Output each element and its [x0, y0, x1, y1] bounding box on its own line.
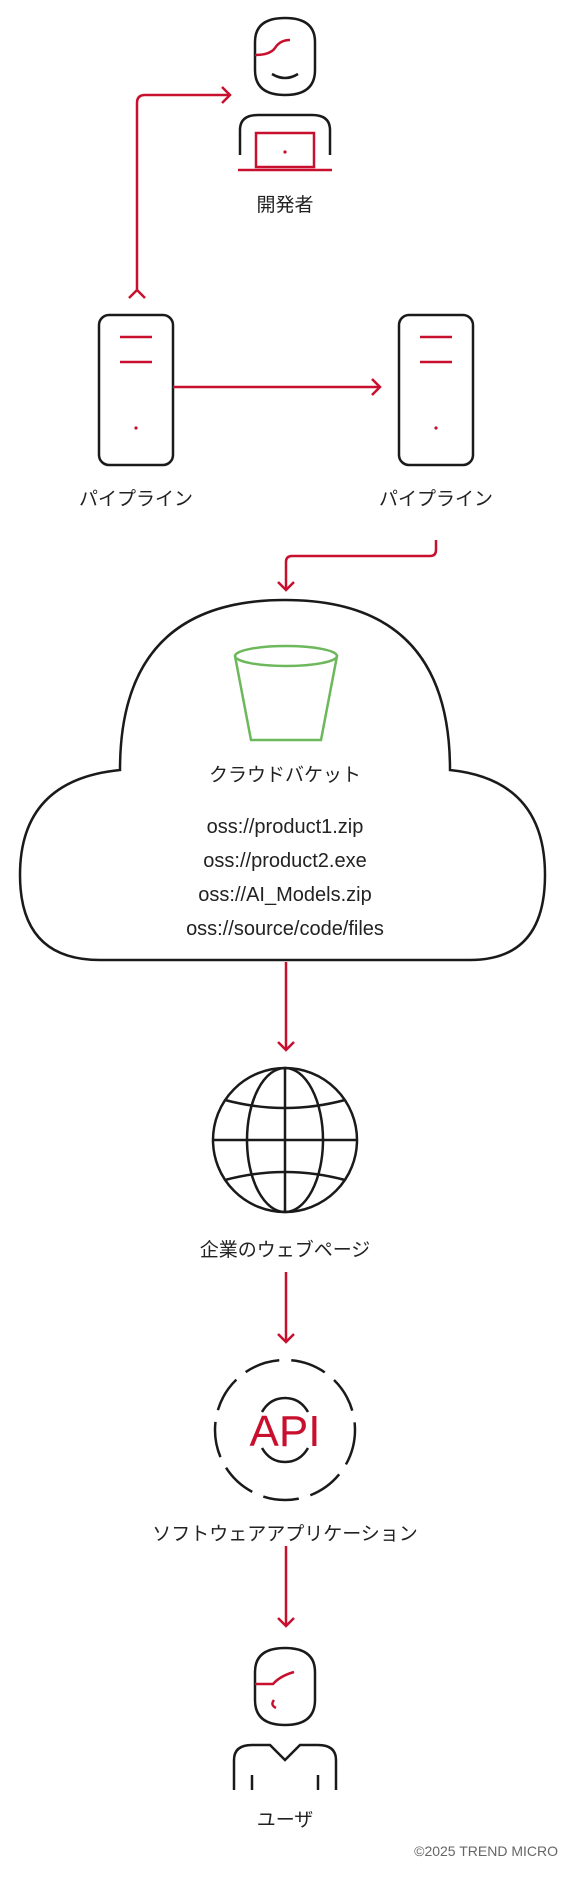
- webpage-label: 企業のウェブページ: [199, 1239, 371, 1261]
- developer-label: 開発者: [256, 194, 314, 216]
- cloud-bucket-label: クラウドバケット: [208, 764, 362, 786]
- pipeline-right-server-icon: [397, 313, 475, 467]
- api-gear-icon: API: [213, 1358, 357, 1502]
- copyright-text: ©2025 TREND MICRO: [414, 1843, 558, 1859]
- arrow-developer-to-pipeline: [128, 86, 232, 299]
- software-label: ソフトウェアアプリケーション: [152, 1523, 418, 1545]
- pipeline-right-label: パイプライン: [378, 488, 494, 510]
- connectors: [128, 86, 438, 1628]
- bucket-item: oss://source/code/files: [186, 918, 384, 940]
- developer-icon: [238, 16, 332, 172]
- api-gear-text: API: [250, 1407, 321, 1456]
- arrow-pipeline-to-cloud: [277, 540, 438, 592]
- bucket-item: oss://product1.zip: [206, 816, 364, 838]
- cloud-shape: [18, 598, 547, 962]
- bucket-item: oss://AI_Models.zip: [198, 884, 372, 906]
- pipeline-left-label: パイプライン: [78, 488, 194, 510]
- bucket-icon: [233, 644, 339, 742]
- user-icon: [232, 1646, 338, 1790]
- bucket-item: oss://product2.exe: [203, 850, 367, 872]
- globe-icon: [211, 1066, 359, 1214]
- pipeline-left-server-icon: [97, 313, 175, 467]
- user-label: ユーザ: [256, 1809, 314, 1831]
